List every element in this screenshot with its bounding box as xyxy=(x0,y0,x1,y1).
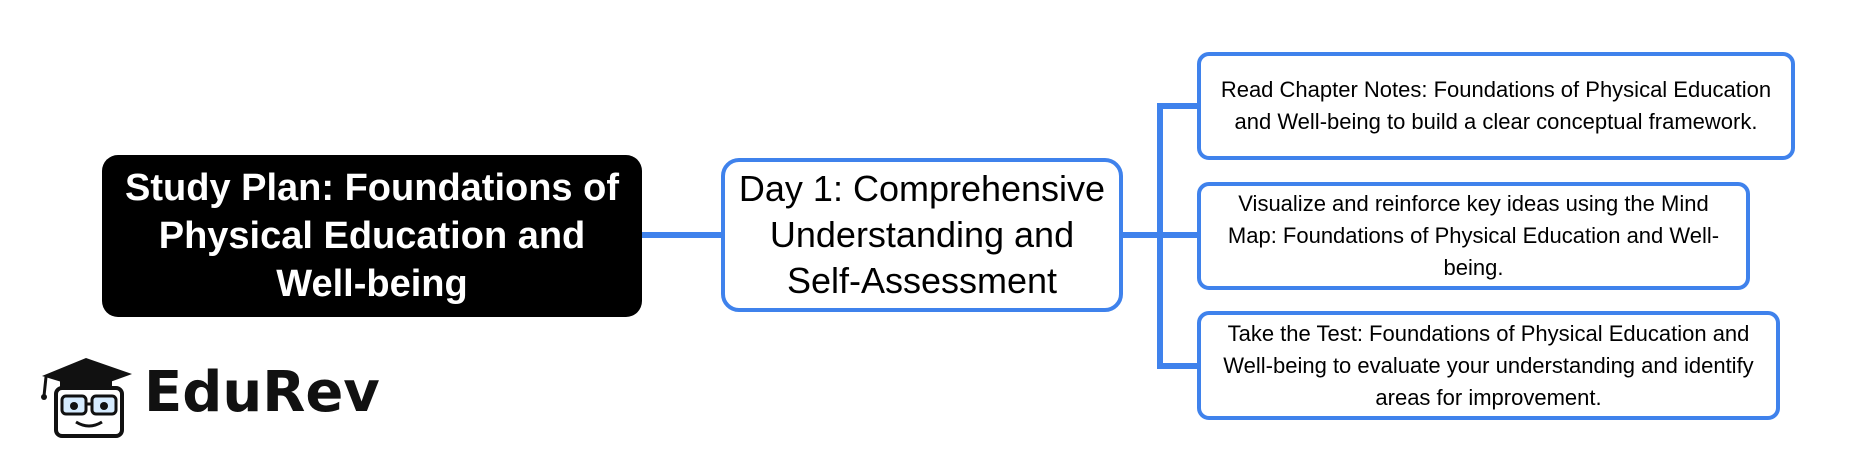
day-node-label: Day 1: Comprehensive Understanding and S… xyxy=(738,168,1106,301)
task-node-3: Take the Test: Foundations of Physical E… xyxy=(1197,311,1780,420)
task-node-3-label: Take the Test: Foundations of Physical E… xyxy=(1223,320,1754,410)
task-node-2-label: Visualize and reinforce key ideas using … xyxy=(1227,191,1720,280)
root-node: Study Plan: Foundations of Physical Educ… xyxy=(102,155,642,317)
task-node-1: Read Chapter Notes: Foundations of Physi… xyxy=(1197,52,1795,160)
task-node-2: Visualize and reinforce key ideas using … xyxy=(1197,182,1750,290)
root-node-label: Study Plan: Foundations of Physical Educ… xyxy=(125,167,619,305)
day-node: Day 1: Comprehensive Understanding and S… xyxy=(721,158,1123,312)
task-node-1-label: Read Chapter Notes: Foundations of Physi… xyxy=(1220,77,1772,134)
edurev-logo: EduRev xyxy=(34,350,380,440)
mascot-graduation-cap-icon xyxy=(41,358,132,438)
edurev-wordmark: EduRev xyxy=(144,360,380,425)
